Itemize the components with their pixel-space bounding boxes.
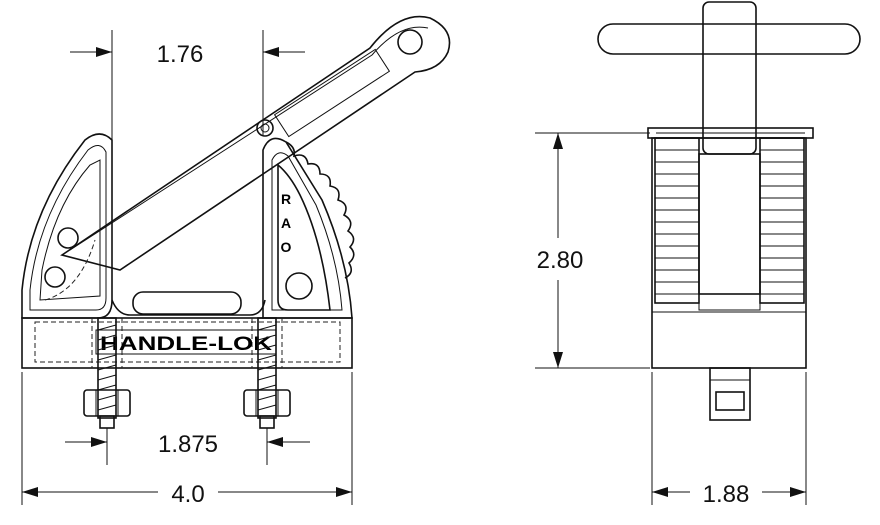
dim-bolt-spacing-label: 1.875 (158, 431, 218, 458)
dimension-top-width: 1.76 (70, 30, 305, 140)
dim-overall-width-label: 4.0 (171, 481, 204, 508)
lever-arm (60, 15, 451, 271)
side-body (651, 137, 807, 369)
dimension-depth: 1.88 (651, 372, 807, 508)
side-letter-r: R (281, 191, 291, 207)
dimension-overall-width: 4.0 (21, 372, 353, 508)
right-bolt (243, 317, 291, 429)
right-jaw: R A O (262, 137, 355, 319)
lever-hole (397, 29, 423, 55)
left-nut (83, 389, 131, 417)
side-left-ribs (654, 137, 700, 304)
base-outline (21, 317, 353, 369)
side-center-stem (698, 153, 761, 295)
engraved-brand-text: HANDLE-LOK (100, 334, 272, 355)
side-view (597, 1, 861, 421)
side-letter-a: A (281, 215, 291, 231)
dim-top-width-label: 1.76 (157, 41, 204, 68)
ratchet-teeth (285, 141, 355, 279)
front-view: R A O HANDLE-LOK (21, 15, 451, 429)
dim-height-label: 2.80 (537, 247, 584, 274)
lever-slot (273, 48, 391, 138)
dimension-bolt-spacing: 1.875 (65, 428, 310, 465)
jaw-hole-upper (57, 227, 79, 249)
side-bolt (709, 367, 751, 421)
t-handle (597, 1, 861, 155)
right-jaw-hole (285, 272, 313, 300)
saddle-pad (132, 291, 242, 315)
side-letter-o: O (281, 239, 292, 255)
jaw-hole-lower (44, 266, 66, 288)
right-nut (243, 389, 291, 417)
base-block: HANDLE-LOK (21, 317, 353, 369)
t-handle-crossbar (597, 23, 861, 55)
left-bolt (83, 317, 131, 429)
side-right-ribs (759, 137, 805, 304)
side-nut (715, 391, 745, 411)
dim-depth-label: 1.88 (703, 481, 750, 508)
left-jaw (21, 133, 113, 319)
center-saddle (111, 291, 266, 316)
pivot-pin (256, 119, 274, 137)
dimension-height: 2.80 (535, 132, 650, 369)
